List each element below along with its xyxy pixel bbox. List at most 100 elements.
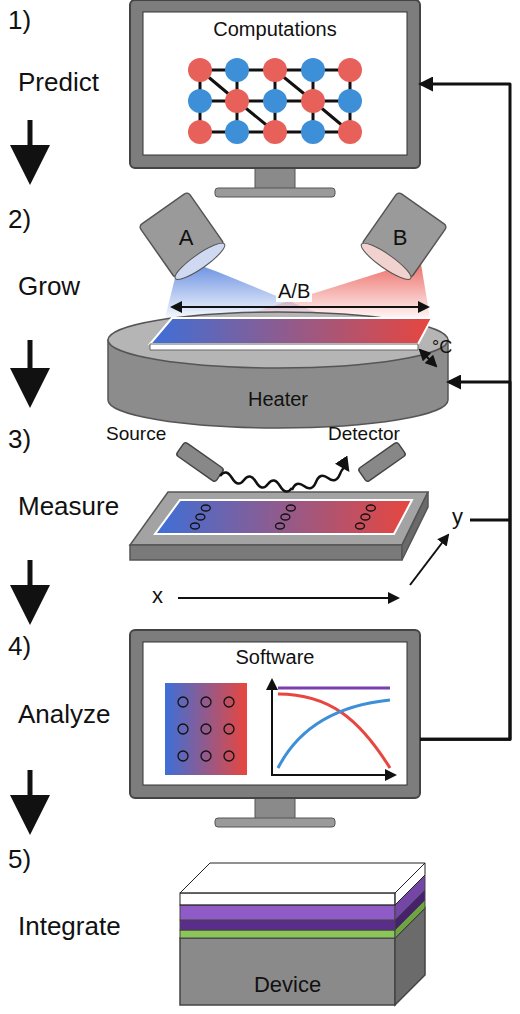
stage-top — [130, 492, 428, 545]
atom — [338, 58, 362, 82]
feedback-arrow — [420, 84, 510, 739]
measure-point — [356, 523, 365, 529]
x-axis-arrow — [178, 597, 398, 599]
source-b — [357, 192, 447, 285]
plot-axes — [272, 680, 395, 775]
measure-point — [361, 514, 370, 520]
step-name: Predict — [18, 68, 99, 97]
measure-point — [286, 505, 295, 511]
growth-chamber — [108, 192, 448, 428]
substrate — [150, 318, 432, 344]
monitor-base — [215, 818, 335, 827]
plot-line — [278, 700, 390, 768]
plot-line — [278, 687, 390, 690]
monitor-screen — [143, 12, 407, 155]
atom — [301, 89, 325, 113]
map-point — [178, 724, 188, 734]
monitor-base — [215, 188, 335, 197]
measure-point — [201, 505, 210, 511]
atom — [188, 120, 212, 144]
atom — [188, 58, 212, 82]
incident-wave — [220, 472, 292, 491]
layer — [180, 920, 395, 930]
heater-top — [108, 312, 448, 368]
layer — [180, 893, 395, 905]
atom — [338, 89, 362, 113]
map-point — [201, 724, 211, 734]
node-text: B — [393, 226, 408, 250]
sample — [155, 500, 412, 534]
atom — [188, 89, 212, 113]
node-text: A — [179, 226, 194, 250]
map-point — [224, 751, 234, 761]
measurement-stage — [130, 442, 510, 598]
step-name: Integrate — [18, 912, 121, 941]
step-number: 3) — [8, 425, 31, 454]
monitor-screen — [143, 642, 407, 785]
monitor-stand — [255, 168, 295, 190]
atom — [263, 89, 287, 113]
atom — [301, 58, 325, 82]
atom — [225, 58, 249, 82]
atom — [263, 120, 287, 144]
map-point — [178, 697, 188, 707]
y-axis-arrow — [410, 535, 448, 585]
layer — [180, 905, 395, 920]
layer — [180, 863, 425, 893]
atom — [225, 89, 249, 113]
feedback-arrow — [420, 382, 510, 739]
measure-point — [196, 514, 205, 520]
temperature-label: °C — [432, 338, 452, 358]
step-number: 4) — [8, 632, 31, 661]
feedback-line — [470, 519, 510, 522]
layer — [180, 930, 395, 938]
atom — [225, 120, 249, 144]
software-monitor: Software — [130, 630, 420, 798]
down-arrow — [28, 120, 33, 175]
source-tube — [176, 442, 224, 483]
map-point — [201, 697, 211, 707]
measure-point — [276, 523, 285, 529]
down-arrow — [28, 560, 33, 615]
monitor — [130, 630, 420, 827]
measure-point — [366, 505, 375, 511]
monitor-frame — [130, 0, 420, 168]
step-name: Measure — [18, 492, 119, 521]
stage-front — [130, 545, 402, 560]
device: Device — [180, 938, 395, 1005]
map-points — [178, 697, 234, 761]
measure-point — [281, 514, 290, 520]
axis-label: x — [152, 584, 163, 608]
plot-line — [278, 694, 390, 768]
source-a — [139, 192, 229, 285]
device-stack — [180, 863, 425, 1005]
source-label: Source — [106, 424, 166, 445]
map-point — [224, 697, 234, 707]
source-a-label: A — [164, 218, 208, 258]
map-point — [224, 724, 234, 734]
map-point — [178, 751, 188, 761]
atom — [263, 58, 287, 82]
source-b-label: B — [378, 218, 422, 258]
node-text: Computations — [213, 18, 336, 40]
composition-arrow — [172, 306, 428, 308]
monitor-frame — [130, 630, 420, 798]
step-number: 5) — [8, 845, 31, 874]
map-point — [201, 751, 211, 761]
atom — [301, 120, 325, 144]
down-arrow — [28, 340, 33, 398]
node-text: Software — [236, 646, 315, 668]
detector-tube — [358, 442, 406, 483]
heater: Heater — [108, 370, 448, 420]
crystal-lattice — [188, 58, 362, 144]
substrate-edge — [150, 344, 418, 350]
down-arrow — [28, 770, 33, 825]
step-number: 1) — [8, 6, 31, 35]
monitor — [130, 0, 420, 197]
scattered-wave — [292, 468, 348, 490]
composition-label: A/B — [276, 280, 312, 302]
step-name: Grow — [18, 272, 80, 301]
axis-label: y — [452, 505, 463, 529]
node-text: Device — [254, 973, 321, 997]
measure-point — [191, 523, 200, 529]
